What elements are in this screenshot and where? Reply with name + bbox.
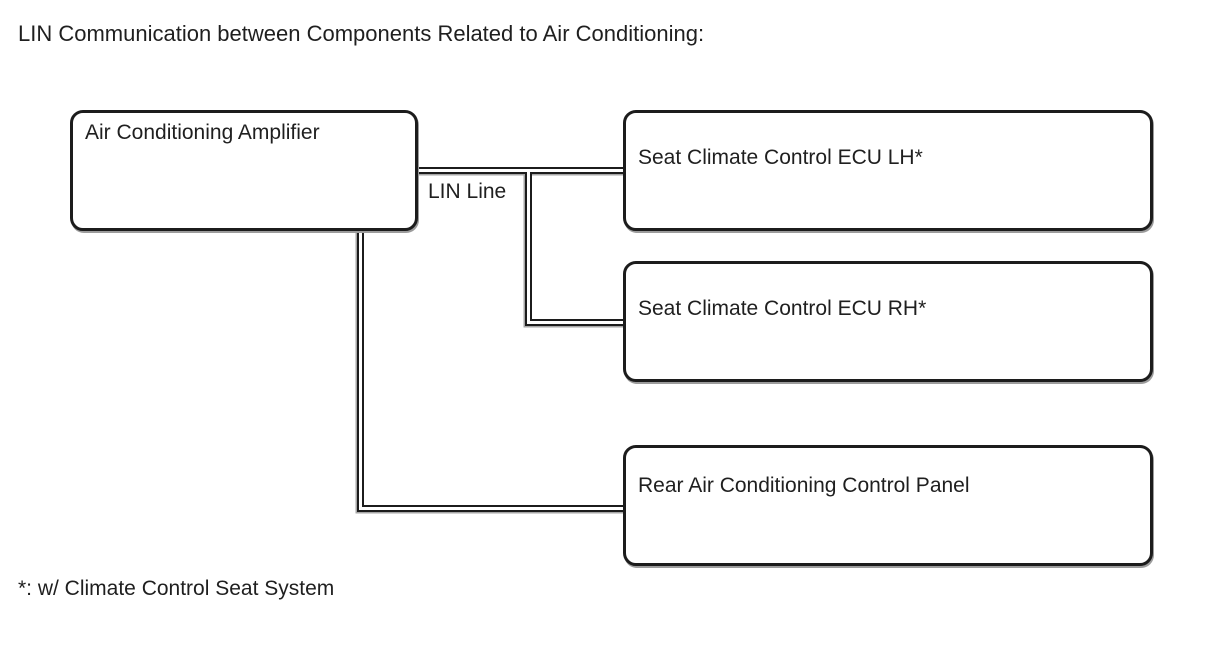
bus-inner-lines [359, 169, 627, 510]
lin-line-label: LIN Line [428, 180, 507, 203]
node-label: Air Conditioning Amplifier [85, 121, 320, 144]
node-label: Seat Climate Control ECU RH* [638, 297, 927, 320]
diagram-title: LIN Communication between Components Rel… [18, 21, 705, 46]
node-seat-climate-control-ecu-lh: Seat Climate Control ECU LH* [623, 110, 1153, 231]
node-rear-air-conditioning-control-panel: Rear Air Conditioning Control Panel [623, 445, 1153, 566]
node-seat-climate-control-ecu-rh: Seat Climate Control ECU RH* [623, 261, 1153, 382]
footnote: *: w/ Climate Control Seat System [18, 577, 335, 600]
node-label: Rear Air Conditioning Control Panel [638, 474, 970, 497]
node-label: Seat Climate Control ECU LH* [638, 146, 923, 169]
node-air-conditioning-amplifier: Air Conditioning Amplifier [70, 110, 418, 231]
